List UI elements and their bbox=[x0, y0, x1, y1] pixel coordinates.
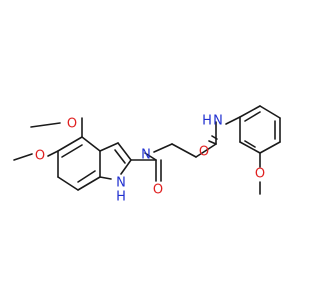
bond-aryl-5b bbox=[244, 140, 256, 148]
bond-five-4 bbox=[99, 176, 112, 180]
bond-ring-5 bbox=[57, 176, 79, 191]
bond-methyl-top bbox=[30, 122, 61, 128]
bond-ch2-ch2 bbox=[171, 143, 197, 158]
bond-aryl-4 bbox=[259, 141, 281, 154]
bond-ring-1 bbox=[57, 136, 83, 152]
bond-co-o bbox=[208, 140, 217, 145]
bond-n-aryl bbox=[225, 116, 241, 125]
bond-five-2b bbox=[114, 149, 126, 164]
bond-ring-1b bbox=[61, 144, 83, 158]
bond-carbonyl-n bbox=[144, 152, 157, 161]
oxygen-label: O bbox=[255, 167, 265, 182]
oxygen-label: O bbox=[35, 149, 45, 164]
bond-ring-4b bbox=[77, 170, 96, 183]
bond-five-1 bbox=[99, 142, 119, 152]
bond-ring-2 bbox=[81, 136, 101, 152]
bond-methyl-left bbox=[13, 153, 33, 161]
molecule-canvas: O O O N N H O N H O bbox=[13, 105, 281, 205]
bond-ring-o-left bbox=[47, 150, 59, 157]
bond-aryl-1 bbox=[239, 105, 261, 118]
bond-aryl-2 bbox=[259, 105, 281, 119]
bond-n-ch2 bbox=[153, 143, 173, 153]
atom-labels: O O O N N H O N H O bbox=[35, 114, 265, 205]
molecule-structure: O O O N N H O N H O bbox=[13, 105, 281, 205]
hydrogen-label: H bbox=[202, 114, 212, 129]
nitrogen-label: N bbox=[116, 176, 126, 191]
bond-five-3 bbox=[120, 159, 132, 175]
hydrogen-label: H bbox=[116, 190, 126, 205]
bond-ch2-co bbox=[195, 143, 217, 158]
oxygen-label: O bbox=[67, 117, 77, 132]
bond-aryl-5 bbox=[239, 141, 261, 154]
bonds bbox=[13, 105, 281, 195]
nitrogen-label: N bbox=[213, 114, 223, 129]
oxygen-label: O bbox=[199, 145, 209, 160]
bond-aryl-1b bbox=[244, 111, 261, 122]
bond-five-2 bbox=[117, 142, 132, 161]
nitrogen-label: N bbox=[141, 148, 151, 163]
oxygen-label: O bbox=[153, 183, 163, 198]
bond-ring-4 bbox=[77, 176, 101, 191]
